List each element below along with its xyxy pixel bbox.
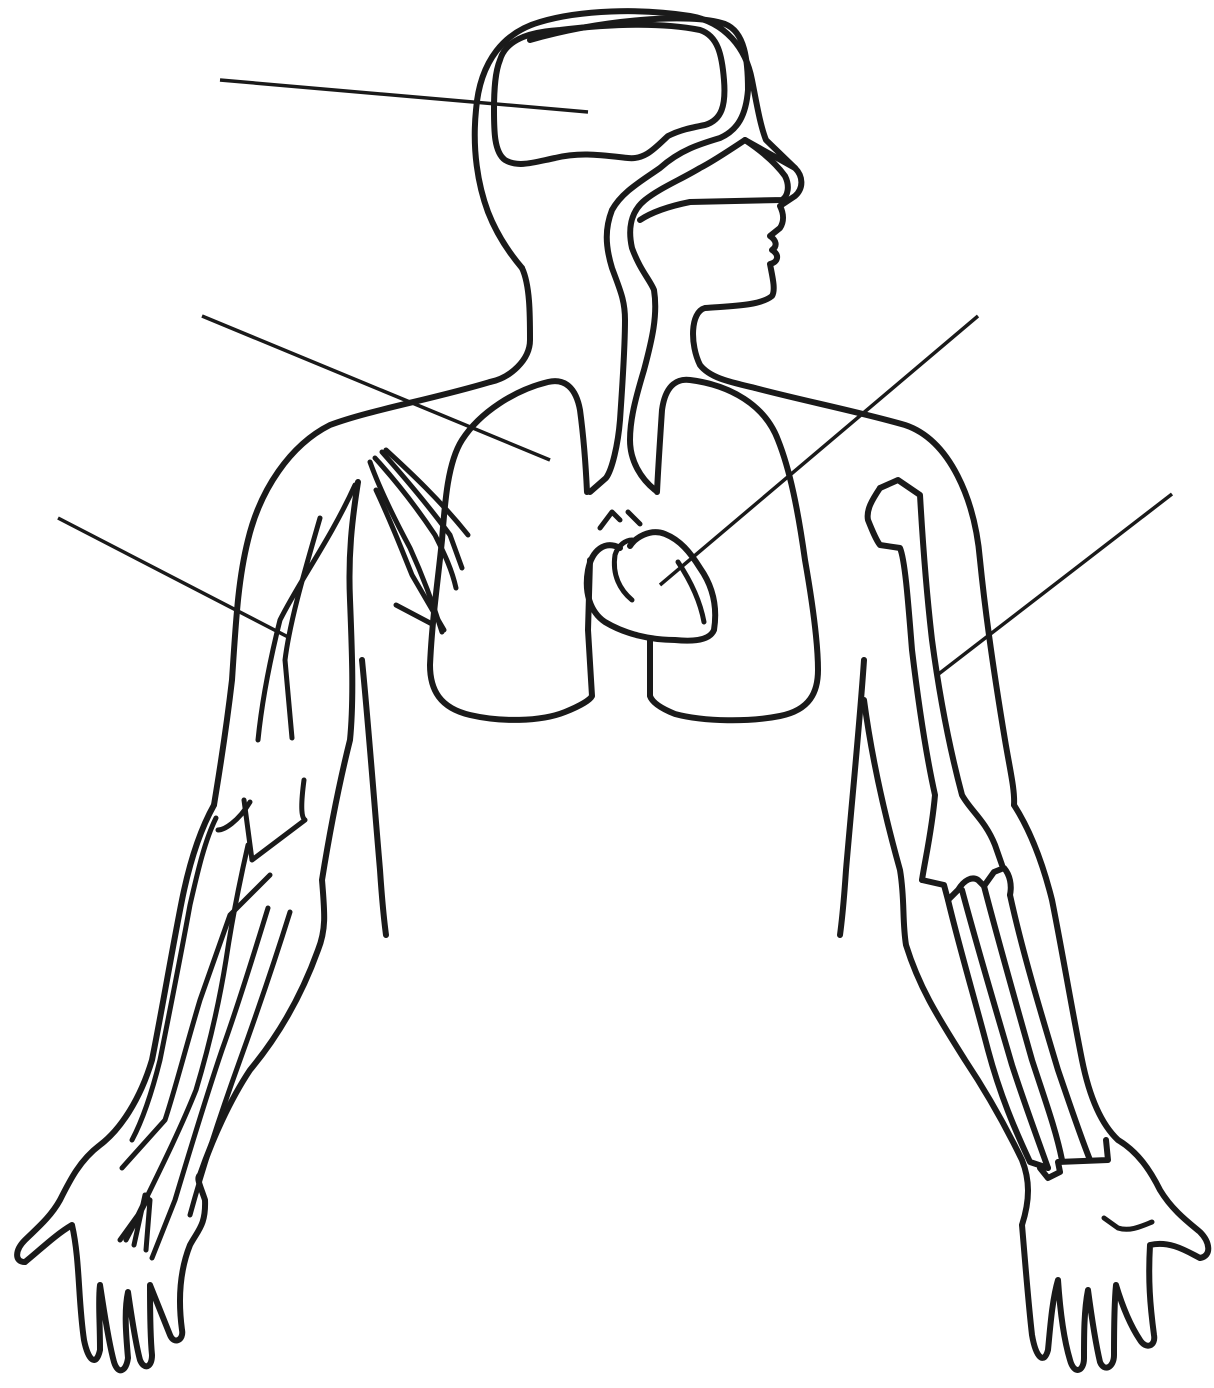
heart-outline [587,532,715,641]
right-arm [840,480,1208,1370]
body-outline [214,11,1014,805]
muscle-leader-line [58,518,290,638]
nasal-passage [640,140,788,220]
airway-outer [530,18,748,492]
brain-leader-line [220,80,588,112]
right-hand [1022,1225,1200,1370]
muscle-fiber-1 [285,518,320,738]
brain [494,25,724,164]
shoulder-right-outline [755,388,1014,805]
left-hand [25,1175,205,1370]
heart-chamber-line [614,540,632,600]
ulna-bone-2 [984,886,1062,1160]
left-arm-inner [362,660,386,935]
muscle-fiber-9 [396,605,432,624]
muscle-fiber-2 [258,485,355,740]
label-leaders [58,80,1172,676]
lungs-leader-line [202,316,550,460]
right-palm-line [1104,1218,1152,1229]
left-arm [17,450,468,1370]
wrist-bones [1040,1140,1108,1178]
heart-leader-line [660,316,978,585]
heart [587,512,715,641]
left-forearm-outer [17,805,214,1262]
neck-left-outline [490,268,530,382]
airway-inner [630,140,795,490]
brain-outline [494,25,724,164]
muscle-fiber-3 [244,780,305,860]
right-forearm-outer [1014,805,1208,1258]
aorta [600,512,640,528]
right-lung [650,380,818,721]
right-arm-inner [840,660,864,935]
lungs [430,380,818,721]
